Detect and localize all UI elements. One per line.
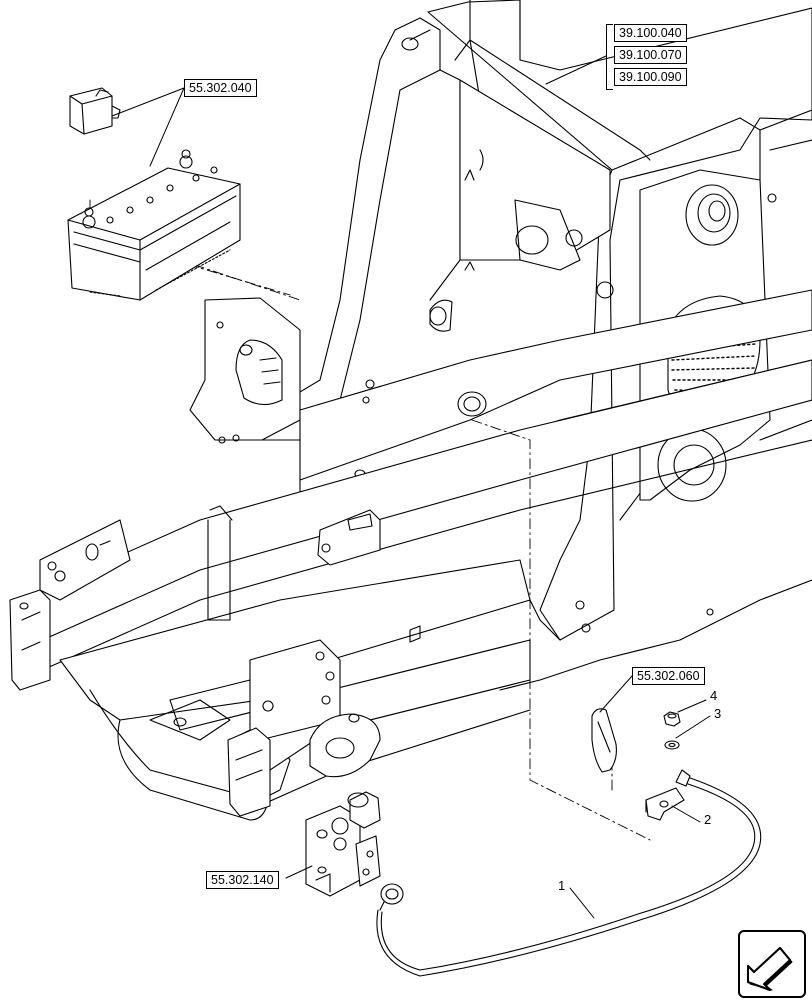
callout-item-1: 1 xyxy=(558,878,566,893)
battery-terminal-cover[interactable] xyxy=(69,87,121,135)
ground-bracket[interactable] xyxy=(645,787,685,821)
washer[interactable] xyxy=(664,740,680,750)
center-upright-frame xyxy=(259,0,614,441)
battery-disconnect-switch[interactable] xyxy=(305,791,381,897)
battery[interactable] xyxy=(67,149,241,301)
terminal-cover-boot[interactable] xyxy=(591,708,617,773)
reference-frame-a[interactable]: 39.100.040 xyxy=(614,24,687,42)
reference-battery[interactable]: 55.302.040 xyxy=(184,79,257,97)
front-cross-beam xyxy=(227,639,531,817)
back-arrow-icon xyxy=(747,947,793,991)
reference-ground-strap[interactable]: 55.302.060 xyxy=(632,667,705,685)
left-upright-frame xyxy=(189,297,301,444)
reference-frame-c[interactable]: 39.100.090 xyxy=(614,68,687,86)
nut[interactable] xyxy=(663,711,681,727)
lower-frame-and-floor xyxy=(9,359,812,821)
back-arrow-button[interactable] xyxy=(738,930,806,998)
callout-item-3: 3 xyxy=(714,706,722,721)
reference-switch[interactable]: 55.302.140 xyxy=(206,871,279,889)
callout-item-4: 4 xyxy=(710,688,718,703)
ground-cable[interactable] xyxy=(376,769,762,977)
leader-lines xyxy=(111,55,711,919)
reference-group-bracket xyxy=(606,24,613,90)
callout-item-2: 2 xyxy=(704,812,712,827)
reference-frame-b[interactable]: 39.100.070 xyxy=(614,46,687,64)
